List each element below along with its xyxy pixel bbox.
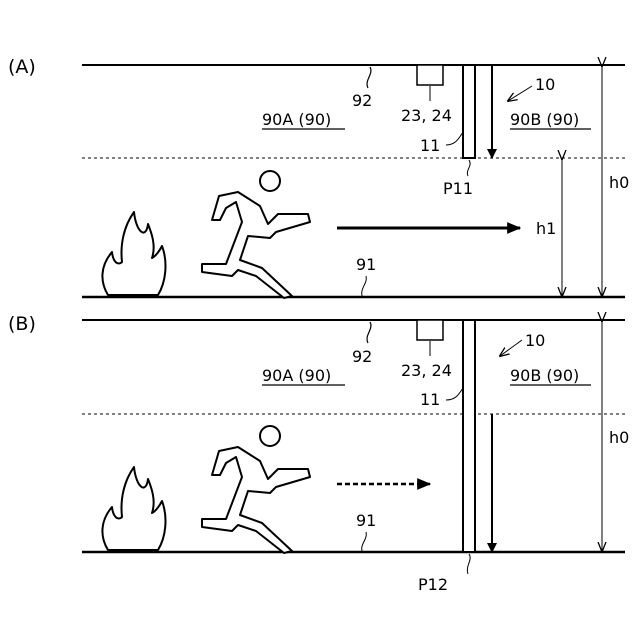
panel-b: (B) 92 23, 24 11 P12 10 90A (90) 90B (90… xyxy=(8,313,629,594)
ceiling-leader xyxy=(367,322,371,343)
room-a-label: 90A (90) xyxy=(262,110,331,129)
curtain-label: 11 xyxy=(420,136,440,155)
curtain-label: 11 xyxy=(420,390,440,409)
h1-label: h1 xyxy=(536,219,556,238)
device-pointer xyxy=(500,340,522,356)
panel-a: (A) 92 23, 24 11 P11 10 90A (90) 90B (90… xyxy=(8,56,629,298)
panel-a-label: (A) xyxy=(8,56,36,78)
device-label: 10 xyxy=(535,75,555,94)
h0-label: h0 xyxy=(609,428,629,447)
detector-box xyxy=(417,65,443,85)
floor-leader xyxy=(362,276,367,296)
curtain-leader xyxy=(446,132,463,145)
curtain-body xyxy=(463,320,475,552)
ceiling-label: 92 xyxy=(352,91,372,110)
running-person-icon xyxy=(202,426,310,553)
floor-label: 91 xyxy=(356,255,376,274)
panel-b-label: (B) xyxy=(8,313,36,335)
position-label: P12 xyxy=(418,575,448,594)
floor-label: 91 xyxy=(356,511,376,530)
room-b-label: 90B (90) xyxy=(510,366,579,385)
room-b-label: 90B (90) xyxy=(510,110,579,129)
ceiling-label: 92 xyxy=(352,347,372,366)
detector-box xyxy=(417,320,443,340)
ceiling-leader xyxy=(367,67,371,88)
position-leader xyxy=(467,160,470,176)
curtain-body xyxy=(463,65,475,158)
fire-icon xyxy=(102,467,165,550)
room-a-label: 90A (90) xyxy=(262,366,331,385)
device-pointer xyxy=(508,86,532,101)
position-label: P11 xyxy=(443,179,473,198)
floor-leader xyxy=(362,532,367,551)
position-leader xyxy=(467,554,470,574)
running-person-icon xyxy=(202,171,310,298)
detector-label: 23, 24 xyxy=(401,106,452,125)
detector-label: 23, 24 xyxy=(401,361,452,380)
curtain-leader xyxy=(446,388,463,400)
fire-icon xyxy=(102,212,165,295)
device-label: 10 xyxy=(525,331,545,350)
h0-label: h0 xyxy=(609,173,629,192)
